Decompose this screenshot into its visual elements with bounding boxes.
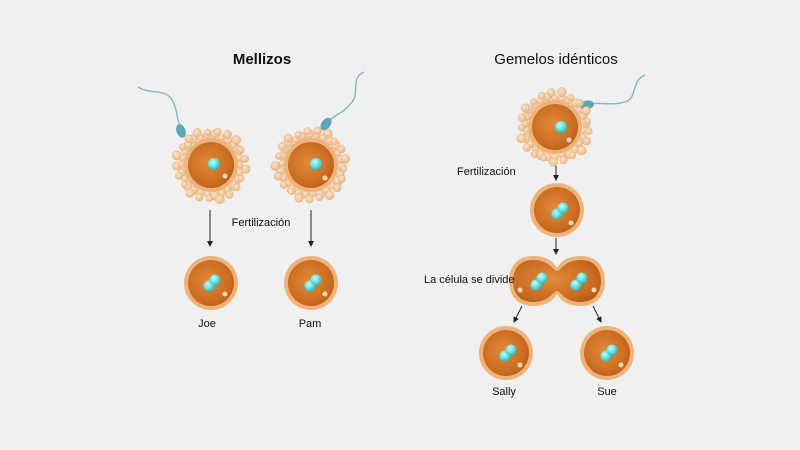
baby-name-sally: Sally <box>492 386 516 398</box>
nucleus-icon <box>208 158 220 170</box>
arrow <box>592 305 602 323</box>
identical-fertilization-label: Fertilización <box>457 166 516 178</box>
arrow <box>513 305 523 323</box>
sperm-icon <box>137 86 186 138</box>
fraternal-fertilization-label: Fertilización <box>231 217 291 229</box>
fraternal-section <box>137 71 365 310</box>
baby-name-joe: Joe <box>198 318 216 330</box>
sperm-icon <box>320 71 365 131</box>
sperm-icon <box>580 74 646 110</box>
zygote-icon <box>530 183 584 237</box>
baby-name-pam: Pam <box>298 318 322 330</box>
zygote-icon <box>580 326 634 380</box>
corona-radiata-icon <box>516 87 593 167</box>
nucleus-icon <box>555 121 567 133</box>
corona-radiata-icon <box>171 127 251 205</box>
zygote-icon <box>184 256 238 310</box>
egg-cell-icon <box>171 127 251 205</box>
dividing-cell-icon <box>509 256 605 306</box>
nucleus-icon <box>310 158 322 170</box>
egg-cell-icon <box>270 126 351 204</box>
cell-division-label: La célula se divide <box>424 274 515 286</box>
baby-name-sue: Sue <box>597 386 617 398</box>
identical-title: Gemelos idénticos <box>494 51 618 68</box>
zygote-icon <box>479 326 533 380</box>
corona-radiata-icon <box>270 126 351 204</box>
fraternal-title: Mellizos <box>232 51 292 68</box>
egg-cell-icon <box>516 87 593 167</box>
identical-section <box>479 74 646 380</box>
zygote-icon <box>284 256 338 310</box>
